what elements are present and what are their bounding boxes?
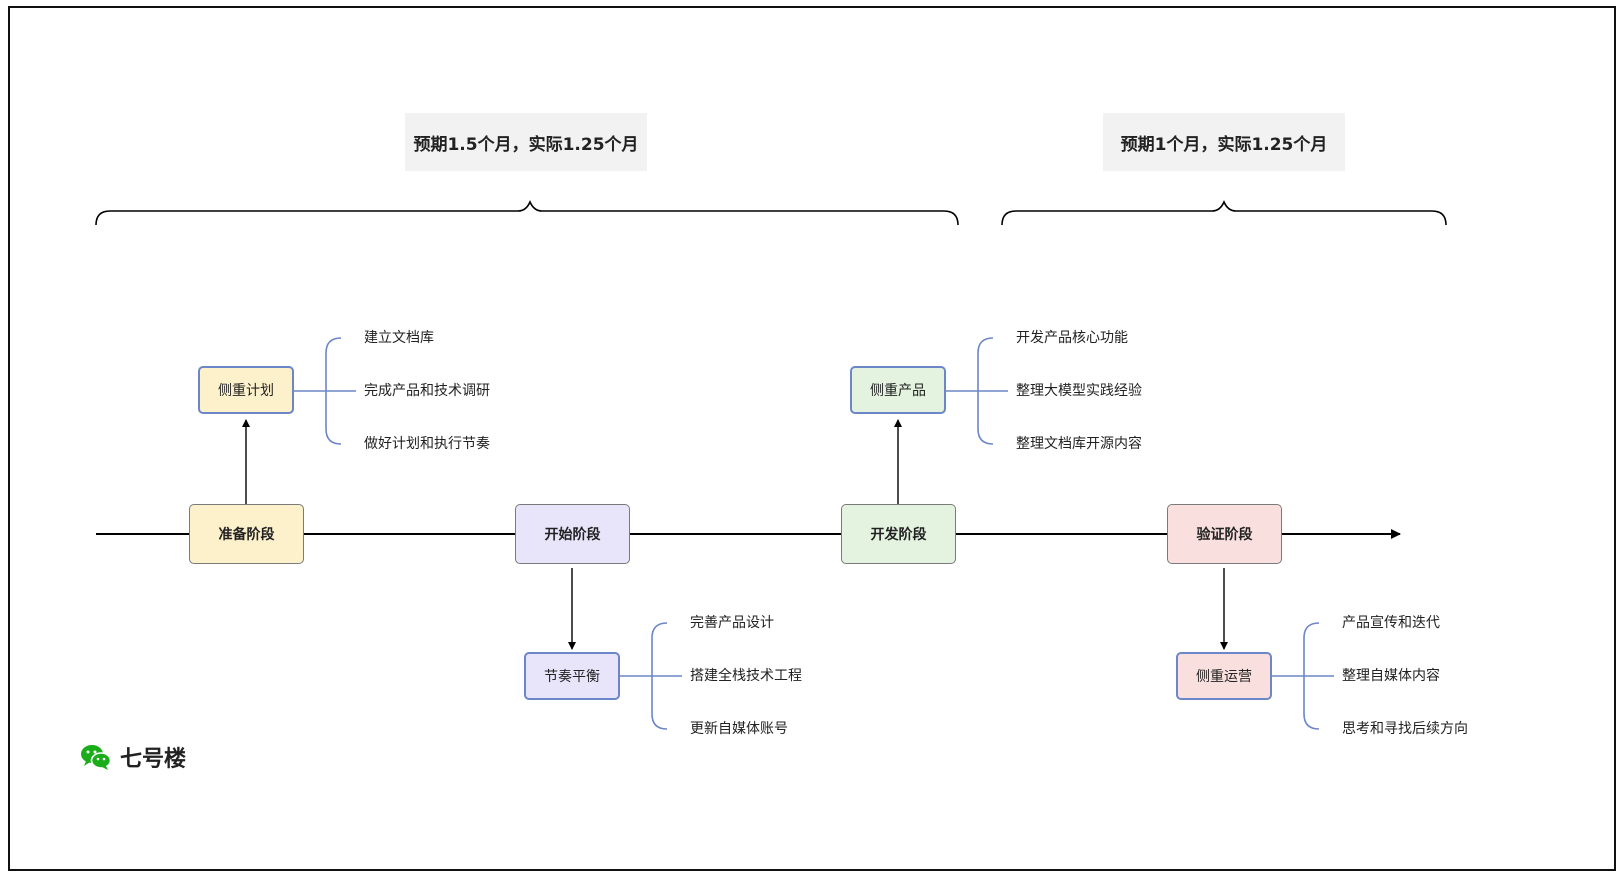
focus-item: 做好计划和执行节奏 [364, 436, 490, 452]
stage-verify[interactable]: 验证阶段 [1167, 504, 1282, 564]
focus-item: 整理文档库开源内容 [1016, 436, 1142, 452]
diagram-frame: 预期1.5个月，实际1.25个月 预期1个月，实际1.25个月 准备阶段 开始阶… [8, 6, 1616, 871]
wechat-icon [81, 745, 112, 770]
stage-start[interactable]: 开始阶段 [515, 504, 630, 564]
brand-watermark: 七号楼 [80, 741, 186, 773]
stage-develop[interactable]: 开发阶段 [841, 504, 956, 564]
focus-item: 思考和寻找后续方向 [1342, 721, 1468, 737]
focus-rhythm[interactable]: 节奏平衡 [524, 652, 620, 700]
branch-1 [294, 337, 356, 445]
branch-2 [620, 622, 682, 730]
branch-4 [1272, 622, 1334, 730]
focus-item: 整理自媒体内容 [1342, 668, 1440, 684]
period-label-2: 预期1个月，实际1.25个月 [1103, 113, 1345, 171]
focus-item: 产品宣传和迭代 [1342, 615, 1440, 631]
focus-item: 完成产品和技术调研 [364, 383, 490, 399]
brand-name: 七号楼 [120, 747, 187, 772]
focus-item: 开发产品核心功能 [1016, 330, 1128, 346]
focus-item: 搭建全栈技术工程 [690, 668, 802, 684]
focus-item: 完善产品设计 [690, 615, 774, 631]
focus-plan[interactable]: 侧重计划 [198, 366, 294, 414]
focus-item: 更新自媒体账号 [690, 721, 788, 737]
focus-item: 整理大模型实践经验 [1016, 383, 1142, 399]
connector-layer [95, 200, 1447, 730]
branch-3 [946, 337, 1008, 445]
stage-prepare[interactable]: 准备阶段 [189, 504, 304, 564]
focus-item: 建立文档库 [364, 330, 434, 346]
period-label-1: 预期1.5个月，实际1.25个月 [405, 113, 647, 171]
focus-product[interactable]: 侧重产品 [850, 366, 946, 414]
focus-operation[interactable]: 侧重运营 [1176, 652, 1272, 700]
period-brace-2 [1001, 200, 1447, 226]
period-brace-1 [95, 200, 959, 226]
